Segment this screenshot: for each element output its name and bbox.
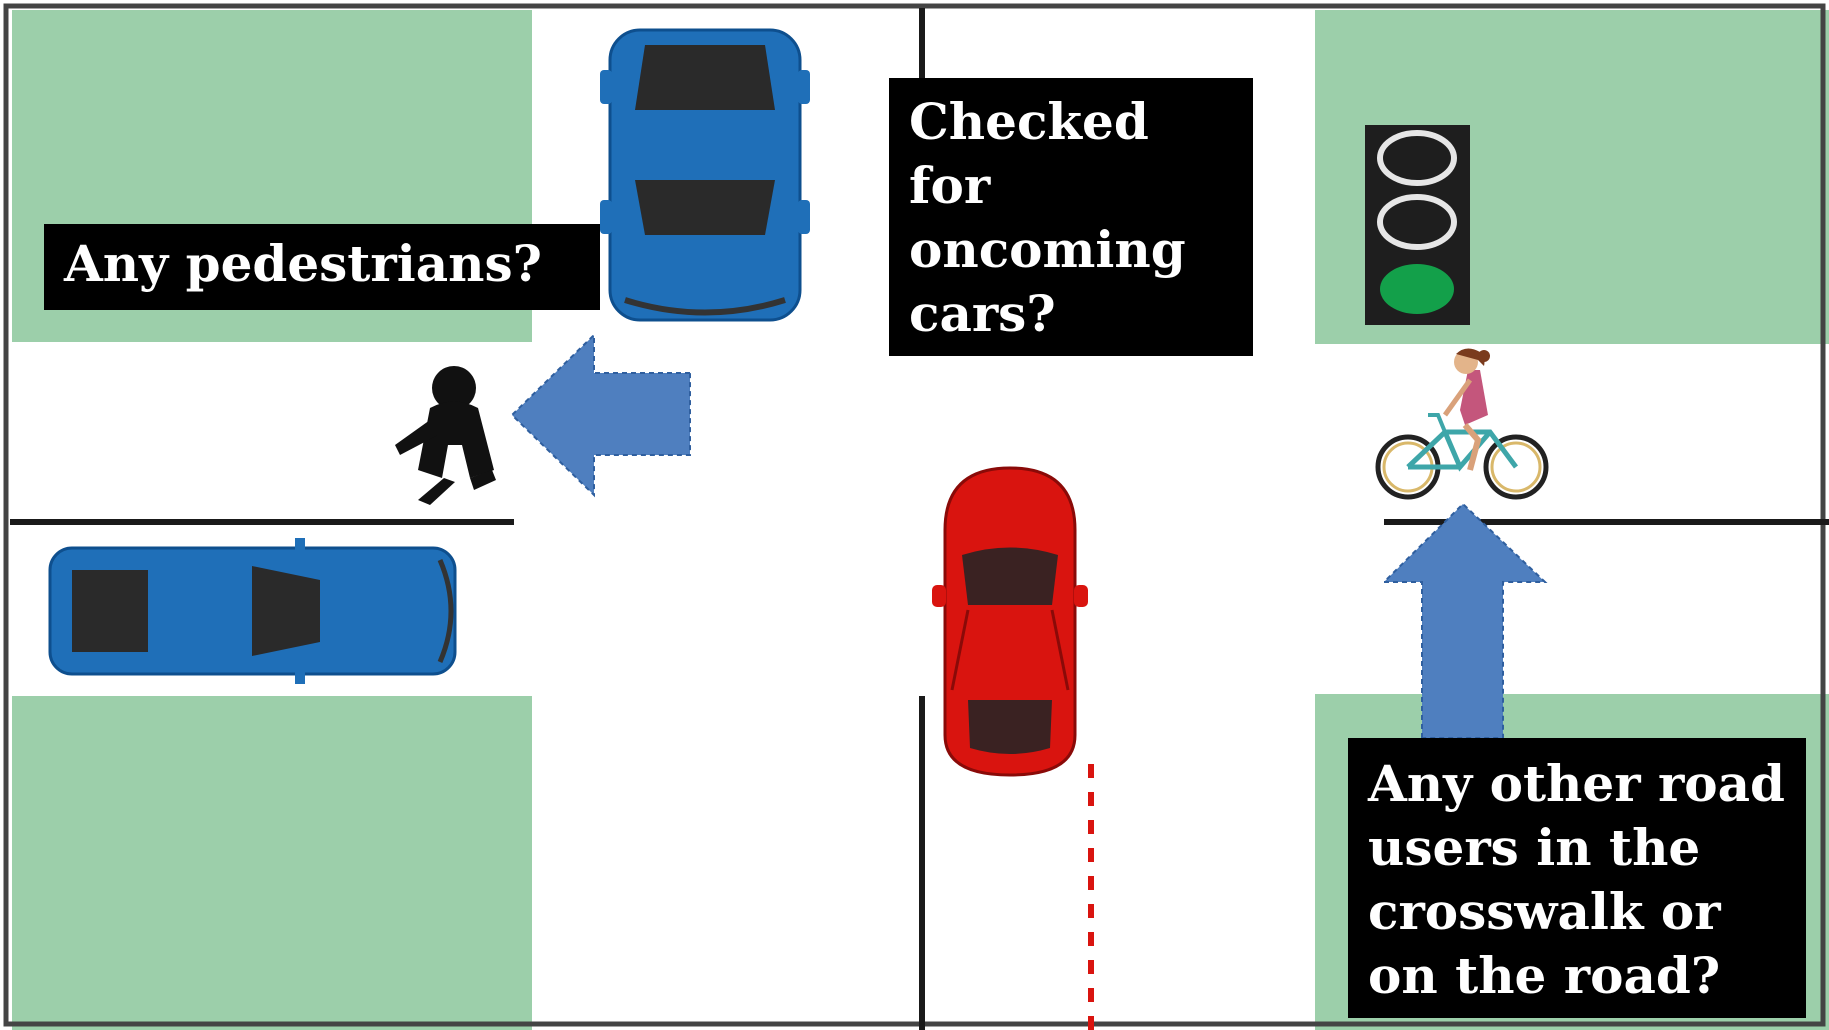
label-oncoming-line: cars? xyxy=(909,282,1253,346)
label-road-users-line: on the road? xyxy=(1368,944,1806,1008)
blue-car-top-icon xyxy=(600,30,810,320)
grass-bottom-left xyxy=(12,696,532,1030)
label-oncoming-line: for xyxy=(909,154,1253,218)
red-car-icon xyxy=(932,468,1088,775)
label-oncoming-line: Checked xyxy=(909,90,1253,154)
label-pedestrians: Any pedestrians? xyxy=(44,224,600,310)
label-pedestrians-text: Any pedestrians? xyxy=(64,234,600,294)
traffic-light-icon xyxy=(1365,125,1470,325)
blue-car-left-icon xyxy=(50,538,455,684)
label-other-road-users: Any other road users in the crosswalk or… xyxy=(1348,738,1806,1018)
label-oncoming-cars: Checked for oncoming cars? xyxy=(889,78,1253,356)
label-oncoming-line: oncoming xyxy=(909,218,1253,282)
label-road-users-line: crosswalk or xyxy=(1368,880,1806,944)
label-road-users-line: Any other road xyxy=(1368,752,1806,816)
label-road-users-line: users in the xyxy=(1368,816,1806,880)
